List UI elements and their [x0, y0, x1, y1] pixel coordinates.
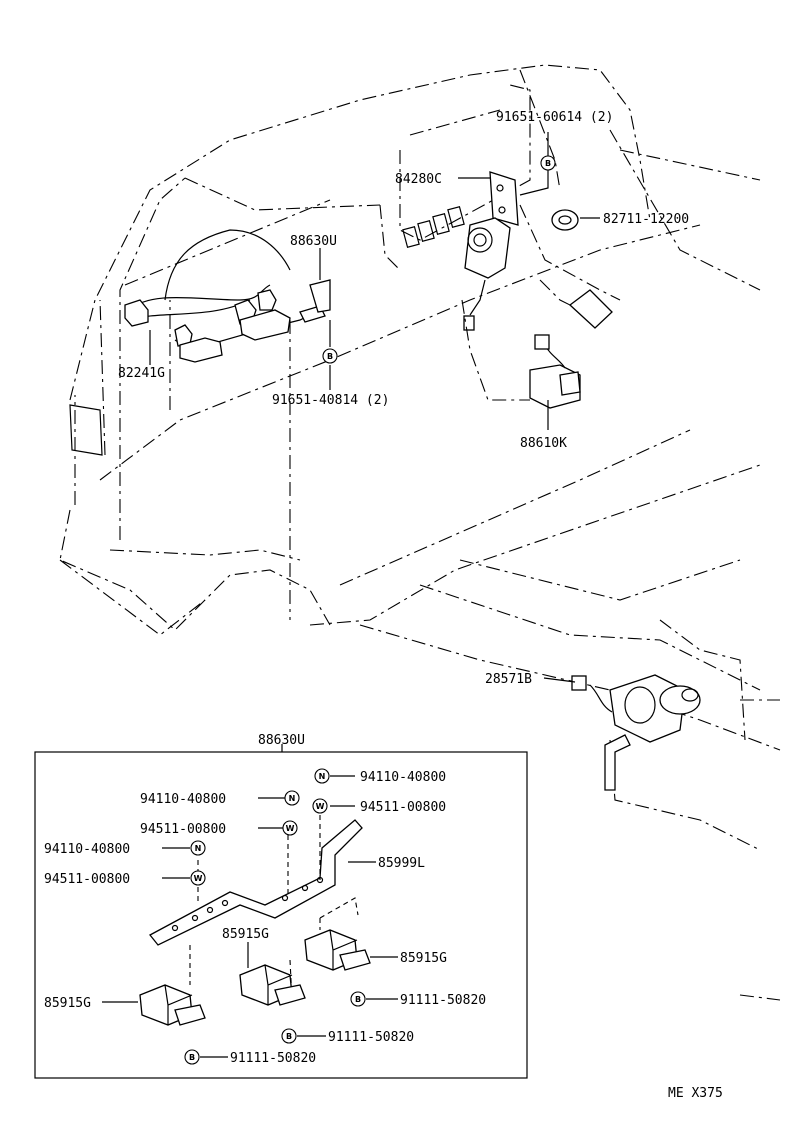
label-94511-00800: 94511-00800 — [44, 872, 130, 887]
label-91111-50820: 91111-50820 — [230, 1051, 316, 1066]
label-94511-00800: 94511-00800 — [140, 822, 226, 837]
washer-marker: W — [286, 824, 295, 833]
nut-marker: N — [319, 772, 326, 781]
bolt-marker: B — [189, 1053, 195, 1062]
washer-marker: W — [194, 874, 203, 883]
mounting-pad — [568, 289, 613, 329]
label-91651-40814: 91651-40814 (2) — [272, 393, 389, 408]
bolt-marker: B — [355, 995, 361, 1004]
nut-marker: N — [289, 794, 296, 803]
label-94110-40800: 94110-40800 — [44, 842, 130, 857]
bolt-marker: B — [327, 352, 333, 361]
label-94110-40800: 94110-40800 — [140, 792, 226, 807]
fastener-markers-top: B B — [322, 155, 556, 364]
motor-28571b — [571, 674, 701, 791]
diagram-code: ME X375 — [668, 1086, 723, 1101]
detail-box-88630u: 88630U — [34, 733, 528, 1079]
top-leaders — [149, 132, 600, 683]
sensor-88610k — [529, 334, 581, 409]
label-91111-50820: 91111-50820 — [400, 993, 486, 1008]
label-94110-40800: 94110-40800 — [360, 770, 446, 785]
label-85915g: 85915G — [44, 996, 91, 1011]
label-94511-00800: 94511-00800 — [360, 800, 446, 815]
label-84280c: 84280C — [395, 172, 442, 187]
label-85915g: 85915G — [222, 927, 269, 942]
label-28571b: 28571B — [485, 672, 532, 687]
clip-82711-12200 — [551, 209, 579, 231]
bolt-marker: B — [286, 1032, 292, 1041]
headlamp-shape — [69, 404, 103, 456]
wire-harness-assembly — [124, 229, 331, 363]
nut-marker: N — [195, 844, 202, 853]
label-85999l: 85999L — [378, 856, 425, 871]
label-91651-60614: 91651-60614 (2) — [496, 110, 613, 125]
label-82241g: 82241G — [118, 366, 165, 381]
label-88630u-detail: 88630U — [258, 733, 305, 748]
label-88630u: 88630U — [290, 234, 337, 249]
label-85915g: 85915G — [400, 951, 447, 966]
bolt-marker: B — [545, 159, 551, 168]
washer-marker: W — [316, 802, 325, 811]
label-88610k: 88610K — [520, 436, 567, 451]
dashboard-vents — [402, 206, 465, 248]
label-82711-12200: 82711-12200 — [603, 212, 689, 227]
control-module-assembly — [461, 171, 530, 401]
label-91111-50820: 91111-50820 — [328, 1030, 414, 1045]
top-labels: 91651-60614 (2) 84280C 82711-12200 88630… — [118, 110, 689, 687]
